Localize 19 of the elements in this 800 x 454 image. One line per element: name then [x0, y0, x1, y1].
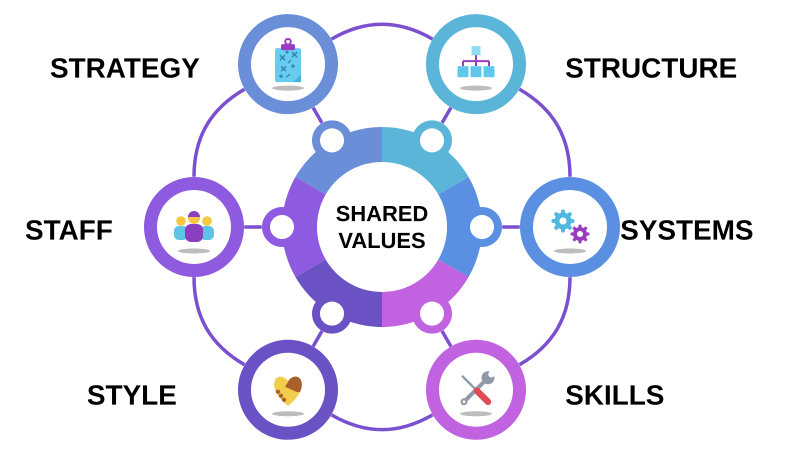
connector-line [312, 330, 324, 348]
connector-line [244, 225, 262, 229]
node-label: STYLE [88, 385, 176, 405]
connector-line [518, 277, 572, 366]
connector-line [330, 413, 434, 432]
connector-line [440, 106, 452, 124]
connector-line [440, 330, 452, 348]
connector-line [502, 225, 520, 229]
connector-line [330, 22, 434, 41]
node-label: SYSTEMS [621, 220, 752, 240]
node-label: STRATEGY [50, 58, 200, 78]
node-label: STAFF [26, 220, 112, 240]
connector-line [518, 88, 572, 177]
node-label: STRUCTURE [566, 58, 736, 78]
node-label: SHARED VALUES [336, 206, 428, 248]
connector-line [192, 277, 246, 366]
connector-line [192, 88, 246, 177]
connector-line [312, 106, 324, 124]
node-label: SKILLS [566, 385, 664, 405]
